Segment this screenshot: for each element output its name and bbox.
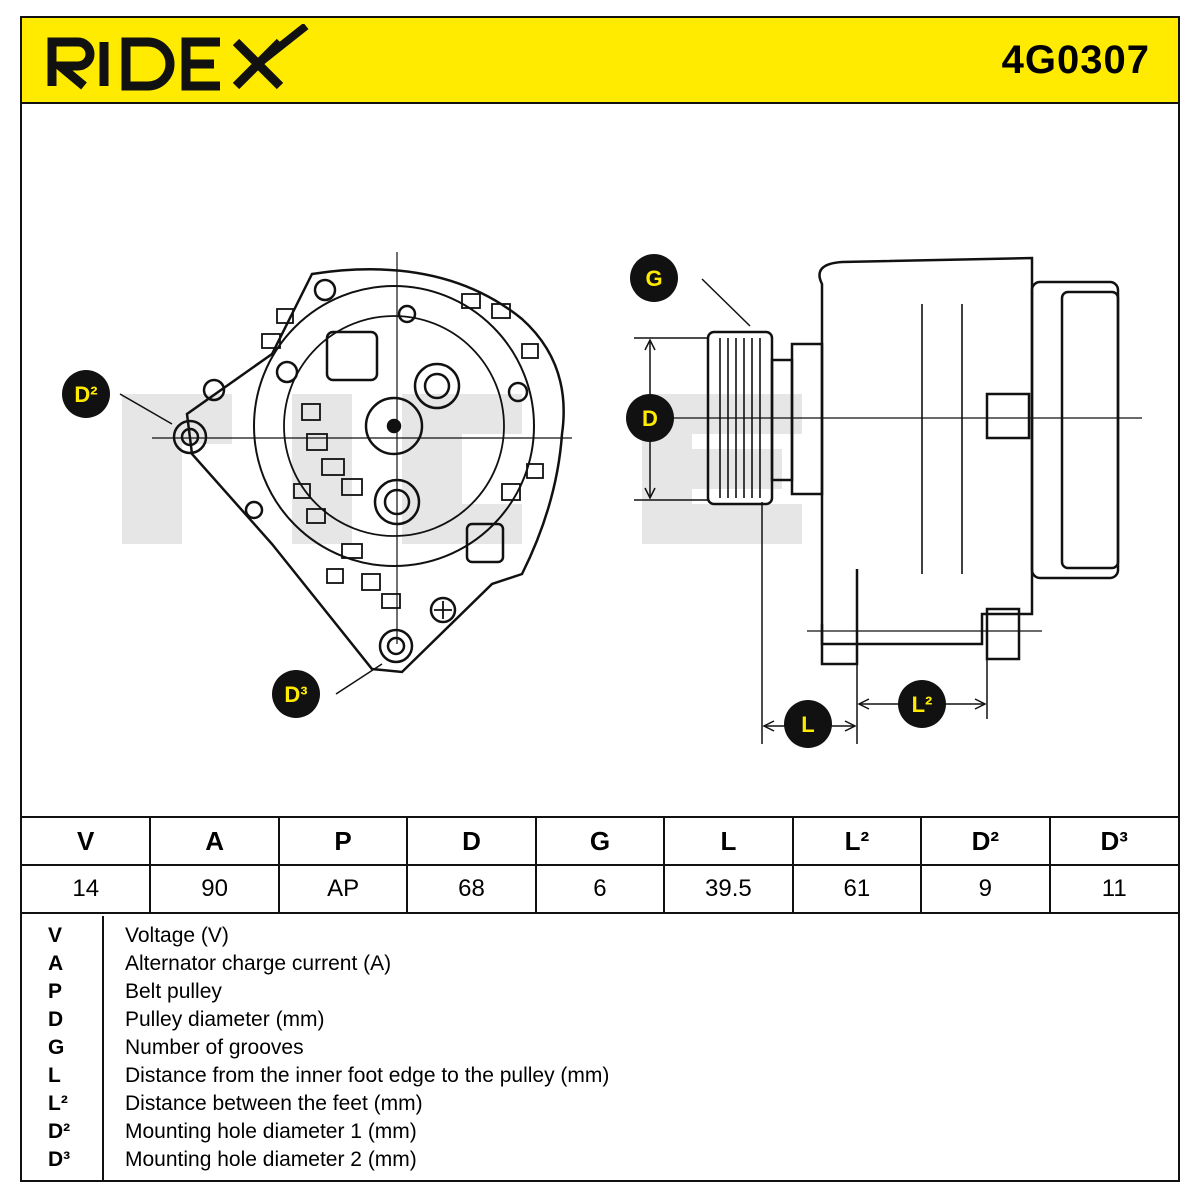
legend-description: Distance between the feet (mm) bbox=[125, 1092, 423, 1115]
spec-value-row: 14 90 AP 68 6 39.5 61 9 11 bbox=[22, 864, 1178, 914]
legend-divider bbox=[102, 916, 104, 1182]
dimension-lines bbox=[119, 278, 988, 744]
spec-value-cell: 61 bbox=[791, 864, 923, 914]
legend-item: G Number of grooves bbox=[22, 1036, 1178, 1064]
legend-description: Alternator charge current (A) bbox=[125, 952, 392, 975]
spec-value-cell: AP bbox=[277, 864, 409, 914]
legend-description: Belt pulley bbox=[125, 980, 222, 1003]
badge-g: G bbox=[630, 254, 678, 302]
badge-d3: D³ bbox=[272, 670, 320, 718]
legend-symbol: L bbox=[48, 1064, 61, 1087]
spec-header-row: V A P D G L L² D² D³ bbox=[22, 816, 1178, 866]
legend-description: Distance from the inner foot edge to the… bbox=[125, 1064, 610, 1087]
header-bar: 4G0307 bbox=[22, 18, 1178, 104]
legend-description: Pulley diameter (mm) bbox=[125, 1008, 325, 1031]
datasheet: 4G0307 bbox=[20, 16, 1180, 1182]
spec-value-cell: 68 bbox=[406, 864, 537, 914]
spec-header-cell: D bbox=[406, 816, 537, 866]
legend-item: A Alternator charge current (A) bbox=[22, 952, 1178, 980]
badge-l-text: L bbox=[801, 712, 814, 737]
spec-value-cell: 6 bbox=[534, 864, 666, 914]
legend-item: L² Distance between the feet (mm) bbox=[22, 1092, 1178, 1120]
spec-header-cell: L bbox=[663, 816, 794, 866]
spec-header-cell: L² bbox=[791, 816, 923, 866]
legend-symbol: P bbox=[48, 980, 63, 1003]
legend-description: Mounting hole diameter 2 (mm) bbox=[125, 1148, 417, 1171]
legend-symbol: V bbox=[48, 924, 63, 947]
legend-symbol: D² bbox=[48, 1120, 71, 1143]
spec-header-cell: D³ bbox=[1048, 816, 1178, 866]
legend-item: D Pulley diameter (mm) bbox=[22, 1008, 1178, 1036]
badge-l: L bbox=[784, 700, 832, 748]
part-number: 4G0307 bbox=[1001, 38, 1150, 82]
spec-value-cell: 11 bbox=[1048, 864, 1178, 914]
spec-header-cell: D² bbox=[920, 816, 1051, 866]
legend-description: Number of grooves bbox=[125, 1036, 304, 1059]
ridex-logo bbox=[47, 24, 309, 91]
legend-symbol: D³ bbox=[48, 1148, 71, 1171]
watermark bbox=[122, 394, 802, 544]
badge-d-text: D bbox=[642, 406, 658, 431]
spec-value-cell: 39.5 bbox=[663, 864, 794, 914]
side-view bbox=[632, 256, 1142, 666]
legend-description: Voltage (V) bbox=[125, 924, 229, 947]
spec-table: V A P D G L L² D² D³ 14 90 AP 68 6 39.5 … bbox=[22, 816, 1178, 914]
legend-symbol: G bbox=[48, 1036, 65, 1059]
badge-d2: D² bbox=[62, 370, 110, 418]
spec-header-cell: V bbox=[22, 816, 152, 866]
badge-d3-text: D³ bbox=[284, 682, 307, 707]
badge-l2: L² bbox=[898, 680, 946, 728]
legend: V Voltage (V) A Alternator charge curren… bbox=[22, 916, 1178, 1182]
badge-d2-text: D² bbox=[74, 382, 97, 407]
legend-item: P Belt pulley bbox=[22, 980, 1178, 1008]
badge-l2-text: L² bbox=[912, 692, 933, 717]
legend-item: L Distance from the inner foot edge to t… bbox=[22, 1064, 1178, 1092]
legend-symbol: L² bbox=[48, 1092, 68, 1115]
spec-header-cell: A bbox=[149, 816, 280, 866]
front-view bbox=[152, 252, 572, 674]
spec-value-cell: 14 bbox=[22, 864, 152, 914]
legend-description: Mounting hole diameter 1 (mm) bbox=[125, 1120, 417, 1143]
badge-d: D bbox=[626, 394, 674, 442]
spec-value-cell: 9 bbox=[920, 864, 1051, 914]
spec-value-cell: 90 bbox=[149, 864, 280, 914]
alternator-drawing: G D D² D³ L L² bbox=[62, 252, 1142, 748]
spec-header-cell: P bbox=[277, 816, 409, 866]
spec-header-cell: G bbox=[534, 816, 666, 866]
legend-item: V Voltage (V) bbox=[22, 924, 1178, 952]
legend-item: D² Mounting hole diameter 1 (mm) bbox=[22, 1120, 1178, 1148]
legend-symbol: A bbox=[48, 952, 64, 975]
legend-symbol: D bbox=[48, 1008, 64, 1031]
legend-item: D³ Mounting hole diameter 2 (mm) bbox=[22, 1148, 1178, 1176]
badge-g-text: G bbox=[645, 266, 662, 291]
